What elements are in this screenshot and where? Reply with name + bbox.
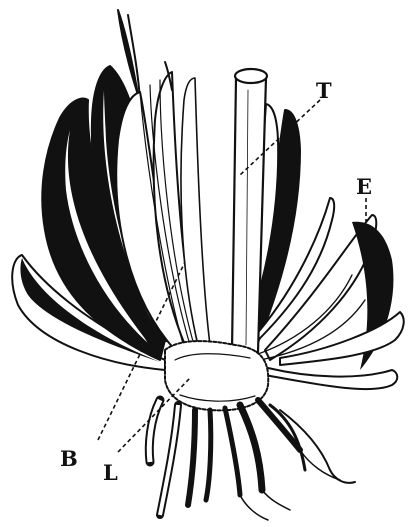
label-B: B [60, 446, 78, 471]
label-T: T [316, 78, 332, 103]
roots [149, 400, 355, 520]
outer-scale-right-lower [265, 368, 397, 389]
basal-plate [165, 341, 268, 410]
label-E: E [356, 174, 372, 199]
label-L: L [103, 460, 118, 485]
